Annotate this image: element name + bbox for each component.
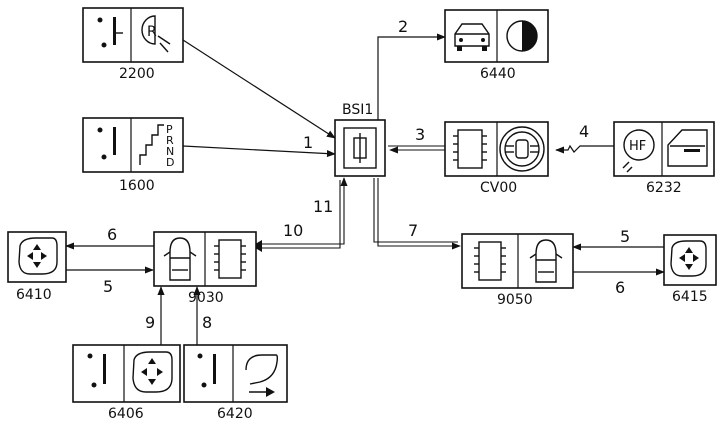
module-6410: 6410: [7, 231, 67, 303]
module-code-9030: 9030: [188, 290, 224, 306]
module-cv00: CV00: [444, 121, 549, 196]
mirror-fold-icon: [245, 354, 279, 385]
link-number-6-left: 6: [107, 225, 117, 244]
link-number-8: 8: [202, 313, 212, 332]
module-code-2200: 2200: [119, 66, 155, 82]
link-number-9: 9: [145, 313, 155, 332]
link-number-1: 1: [303, 133, 313, 152]
module-6232: HF 6232: [613, 121, 715, 196]
gear-letter-d: D: [166, 156, 174, 169]
ecu-chip-icon: [478, 241, 502, 281]
link-number-4: 4: [579, 122, 589, 141]
link-numbers: 1 2 3 4 7 10 11 6 5 5 6 9 8: [103, 17, 630, 332]
car-top-icon: [535, 239, 557, 283]
link-bsi-9050-b: [377, 178, 461, 250]
module-6440: 6440: [444, 9, 549, 82]
module-code-6410: 6410: [16, 287, 52, 303]
steering-wheel-icon: [499, 126, 545, 172]
gear-letter-p: P: [166, 123, 173, 136]
link-number-6-right: 6: [615, 278, 625, 297]
module-bsi1: BSI1: [334, 102, 386, 177]
module-code-6232: 6232: [646, 180, 682, 196]
module-code-6440: 6440: [480, 66, 516, 82]
module-code-6420: 6420: [217, 406, 253, 422]
link-number-3: 3: [415, 125, 425, 144]
link-bsi-6440: [377, 33, 446, 120]
link-number-5-left: 5: [103, 277, 113, 296]
link-number-11: 11: [313, 197, 333, 216]
module-code-bsi1: BSI1: [342, 102, 373, 118]
module-6415: 6415: [663, 234, 717, 305]
module-code-9050: 9050: [497, 292, 533, 308]
link-9030-bsi-b: [258, 177, 348, 245]
module-6420: 6420: [183, 344, 288, 422]
connections: [65, 33, 665, 345]
link-number-5-right: 5: [620, 227, 630, 246]
hf-text: HF: [629, 139, 646, 154]
mirror-adjust-icon: [18, 237, 58, 275]
link-number-7: 7: [408, 221, 418, 240]
link-6232-cv00: [555, 144, 614, 154]
reverse-letter: R: [147, 24, 157, 40]
module-code-1600: 1600: [119, 178, 155, 194]
link-bsi-9050: [373, 178, 458, 243]
module-9050: 9050: [461, 233, 574, 308]
link-9030-bsi: [256, 180, 341, 249]
link-1600-bsi: [182, 145, 336, 158]
module-2200: R 2200: [82, 7, 184, 82]
reverse-lamp-icon: [141, 15, 156, 45]
link-2200-bsi: [182, 39, 336, 139]
arrow-9030: [252, 240, 262, 252]
ecu-chip-icon: [457, 129, 483, 169]
remote-control-icon: [623, 129, 655, 161]
module-6406: 6406: [72, 344, 181, 422]
mirror-adjust-icon: [670, 240, 707, 277]
module-9030: 9030: [153, 231, 257, 306]
mirror-adjust-icon: [132, 351, 173, 393]
gear-letter-n: N: [166, 145, 174, 158]
gear-letter-r: R: [166, 134, 174, 147]
gear-selector-icon: [139, 124, 164, 165]
module-code-cv00: CV00: [480, 180, 517, 196]
link-number-10: 10: [283, 221, 303, 240]
link-number-2: 2: [398, 17, 408, 36]
module-1600: P R N D 1600: [82, 117, 184, 194]
car-top-icon: [169, 237, 191, 281]
module-code-6406: 6406: [108, 406, 144, 422]
ecu-chip-icon: [218, 239, 242, 279]
car-door-icon: [667, 129, 708, 167]
module-code-6415: 6415: [672, 289, 708, 305]
circuit-board-icon: [343, 127, 377, 169]
